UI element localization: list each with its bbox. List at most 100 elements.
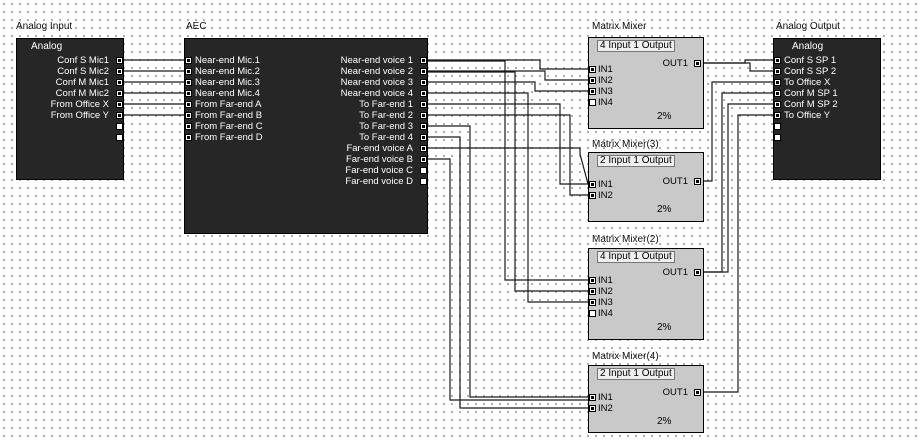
wire-nev1-mx2-in1[interactable] (427, 60, 588, 281)
matrix-mixer-1-value: 2% (657, 111, 672, 122)
wire-mx4-ao6[interactable] (704, 114, 773, 393)
mixer-3-input-port-1[interactable] (589, 277, 596, 284)
aec-output-port-8[interactable] (420, 134, 427, 141)
analog-output-port-5[interactable] (774, 101, 781, 108)
analog-input-port-6[interactable] (116, 112, 123, 119)
mixer-1-input-port-3[interactable] (589, 88, 596, 95)
mixer-1-input-port-4[interactable] (589, 99, 596, 106)
mixer-1-input-port-1[interactable] (589, 66, 596, 73)
aec-output-port-1[interactable] (420, 57, 427, 64)
analog-output-port-7[interactable] (774, 123, 781, 130)
aec-input-label-3: Near-end Mic.3 (195, 77, 260, 88)
aec-output-label-3: Near-end voice 3 (340, 77, 413, 88)
wire-fev-a[interactable] (427, 147, 589, 185)
analog-input-port-4[interactable] (116, 90, 123, 97)
matrix-mixer-4-value: 2% (657, 416, 672, 427)
aec-output-port-11[interactable] (420, 167, 427, 174)
aec-input-port-3[interactable] (185, 79, 192, 86)
analog-output-port-8[interactable] (774, 134, 781, 141)
aec-output-port-4[interactable] (420, 90, 427, 97)
wire-tfe-mx3-in2[interactable] (427, 114, 588, 196)
mixer-4-input-port-2[interactable] (589, 405, 596, 412)
mixer-3-input-port-4[interactable] (589, 310, 596, 317)
aec-input-port-5[interactable] (185, 101, 192, 108)
mixer-4-output-port[interactable] (694, 389, 701, 396)
aec-output-port-10[interactable] (420, 156, 427, 163)
aec-input-port-4[interactable] (185, 90, 192, 97)
aec-output-label-4: Near-end voice 4 (340, 88, 413, 99)
aec-output-port-3[interactable] (420, 79, 427, 86)
wire-tfe-mx4-in2[interactable] (427, 136, 588, 409)
mixer-3-output-label: OUT1 (662, 267, 688, 278)
analog-output-port-1[interactable] (774, 57, 781, 64)
analog-input-port-1[interactable] (116, 57, 123, 64)
aec-output-label-9: Far-end voice A (346, 143, 413, 154)
aec-input-port-1[interactable] (185, 57, 192, 64)
wire-tfe-mx4-in1[interactable] (427, 125, 588, 398)
analog-output-port-6[interactable] (774, 112, 781, 119)
mixer-3-output-port[interactable] (694, 269, 701, 276)
aec-output-label-10: Far-end voice B (345, 154, 413, 165)
aec-output-label-5: To Far-end 1 (359, 99, 413, 110)
analog-input-port-2[interactable] (116, 68, 123, 75)
aec-output-port-5[interactable] (420, 101, 427, 108)
analog-input-port-5[interactable] (116, 101, 123, 108)
wire-mx1-ao2[interactable] (704, 62, 773, 72)
wire-nev2-mx2-in2[interactable] (427, 71, 588, 292)
analog-input-title: Analog Input (16, 21, 73, 32)
aec-output-port-7[interactable] (420, 123, 427, 130)
mixer-2-output-port[interactable] (694, 178, 701, 185)
wire-nev3-mx1-in3[interactable] (427, 81, 588, 92)
mixer-2-output-label: OUT1 (662, 176, 688, 187)
mixer-4-input-label-1: IN1 (598, 392, 613, 403)
mixer-3-input-label-1: IN1 (598, 275, 613, 286)
wire-tfe-mx3-in1[interactable] (427, 103, 588, 185)
analog-input-port-3[interactable] (116, 79, 123, 86)
analog-input-port-8[interactable] (116, 134, 123, 141)
mixer-3-input-port-2[interactable] (589, 288, 596, 295)
analog-output-port-3[interactable] (774, 79, 781, 86)
aec-input-port-2[interactable] (185, 68, 192, 75)
analog-input-port-7[interactable] (116, 123, 123, 130)
aec-input-label-7: From Far-end C (195, 121, 263, 132)
aec-output-port-6[interactable] (420, 112, 427, 119)
aec-output-label-12: Far-end voice D (345, 176, 413, 187)
mixer-3-input-port-3[interactable] (589, 299, 596, 306)
aec-input-label-1: Near-end Mic.1 (195, 55, 260, 66)
analog-output-label-conf-s-sp-1: Conf S SP 1 (784, 55, 837, 66)
wire-mx3-ao3[interactable] (704, 81, 773, 182)
wire-fev-b[interactable] (427, 158, 588, 401)
matrix-mixer-3-title: Matrix Mixer(3) (592, 139, 659, 150)
analog-output-port-2[interactable] (774, 68, 781, 75)
aec-input-label-8: From Far-end D (195, 132, 263, 143)
mixer-4-input-port-1[interactable] (589, 394, 596, 401)
mixer-2-input-label-1: IN1 (598, 179, 613, 190)
wire-nev1-mx1-in1[interactable] (427, 59, 588, 70)
mixer-1-input-port-2[interactable] (589, 77, 596, 84)
mixer-2-input-port-1[interactable] (589, 181, 596, 188)
mixer-1-output-port[interactable] (694, 60, 701, 67)
aec-output-port-2[interactable] (420, 68, 427, 75)
aec-input-port-6[interactable] (185, 112, 192, 119)
aec-input-port-7[interactable] (185, 123, 192, 130)
aec-output-port-9[interactable] (420, 145, 427, 152)
aec-output-port-12[interactable] (420, 178, 427, 185)
aec-input-port-8[interactable] (185, 134, 192, 141)
analog-output-label-to-office-x: To Office X (784, 77, 831, 88)
wire-nev4-mx2-in3[interactable] (427, 92, 588, 303)
mixer-2-input-port-2[interactable] (589, 192, 596, 199)
matrix-mixer-4-title: Matrix Mixer(4) (592, 351, 659, 362)
mixer-4-input-label-2: IN2 (598, 403, 613, 414)
wire-mx2-ao5[interactable] (704, 103, 773, 273)
analog-output-port-4[interactable] (774, 90, 781, 97)
wire-nev2-mx1-in2[interactable] (427, 70, 588, 81)
matrix-mixer-2-title: Matrix Mixer(2) (592, 234, 659, 245)
matrix-mixer-2-header: 4 Input 1 Output (597, 251, 675, 263)
